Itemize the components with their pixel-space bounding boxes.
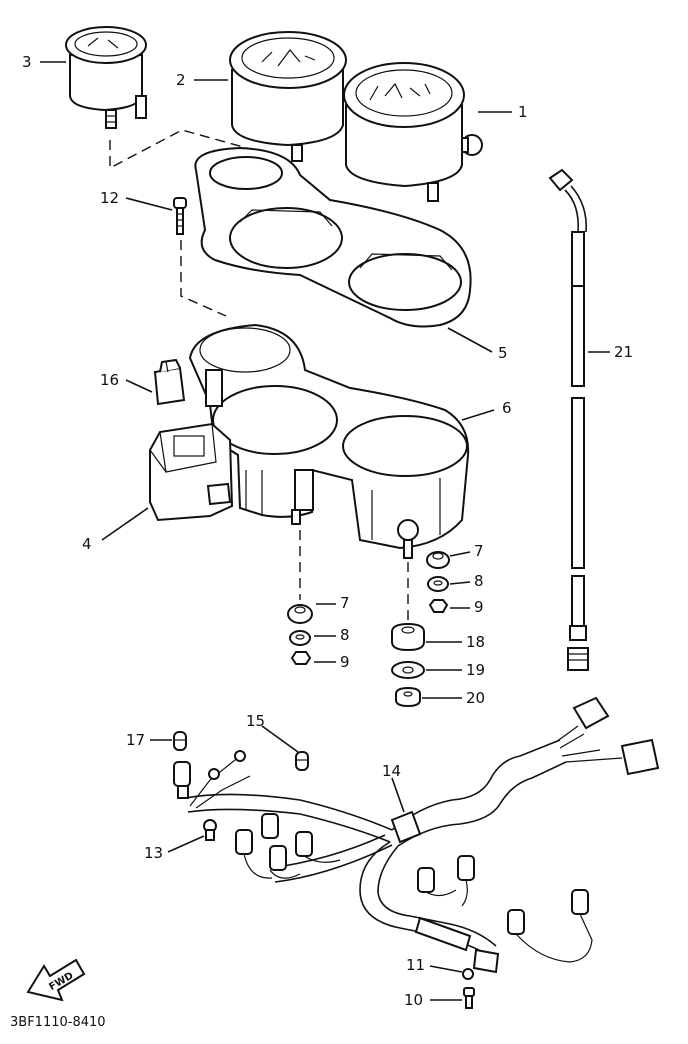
gauge-2 <box>229 31 347 162</box>
callout-2: 2 <box>176 71 186 89</box>
callout-8-left: 8 <box>340 626 350 644</box>
callout-5: 5 <box>498 344 508 362</box>
callout-21: 21 <box>614 343 633 361</box>
mount-stack-right <box>426 551 450 613</box>
callout-9-left: 9 <box>340 653 350 671</box>
callout-3: 3 <box>22 53 32 71</box>
callout-7-left: 7 <box>340 594 350 612</box>
callout-11: 11 <box>406 956 425 974</box>
callout-7-right: 7 <box>474 542 484 560</box>
callout-6: 6 <box>502 399 512 417</box>
assembly-line-gauges <box>109 129 291 170</box>
callout-1: 1 <box>518 103 528 121</box>
callout-labels: 3 2 1 12 5 21 16 6 4 7 8 9 7 8 9 18 19 2… <box>22 53 633 1009</box>
callout-17: 17 <box>126 731 145 749</box>
callout-16: 16 <box>100 371 119 389</box>
diagram-code: 3BF1110-8410 <box>10 1015 106 1030</box>
mount-stack-center <box>391 562 425 708</box>
screw-13 <box>203 819 217 841</box>
gauge-3 <box>65 26 147 129</box>
callout-18: 18 <box>466 633 485 651</box>
gauge-1 <box>343 62 483 202</box>
connector-16 <box>153 358 186 406</box>
wire-harness-14 <box>173 696 660 974</box>
callout-10: 10 <box>404 991 423 1009</box>
callout-14: 14 <box>382 762 401 780</box>
callout-19: 19 <box>466 661 485 679</box>
bulb-17 <box>173 731 187 751</box>
bracket-6 <box>188 323 470 559</box>
bracket-plate-5 <box>194 146 472 328</box>
callout-4: 4 <box>82 535 92 553</box>
speedometer-cable-21 <box>548 168 589 671</box>
callout-8-right: 8 <box>474 572 484 590</box>
callout-15: 15 <box>246 712 265 730</box>
leader-lines <box>40 61 610 1001</box>
screw-12 <box>173 197 187 235</box>
screw-11 <box>462 968 474 980</box>
mount-stack-left <box>287 530 313 665</box>
bulb-15 <box>295 751 309 771</box>
callout-13: 13 <box>144 844 163 862</box>
screw-10 <box>463 987 475 1009</box>
callout-20: 20 <box>466 689 485 707</box>
forward-arrow: FWD <box>26 958 86 1002</box>
indicator-box-4 <box>149 422 234 522</box>
callout-9-right: 9 <box>474 598 484 616</box>
callout-12: 12 <box>100 189 119 207</box>
